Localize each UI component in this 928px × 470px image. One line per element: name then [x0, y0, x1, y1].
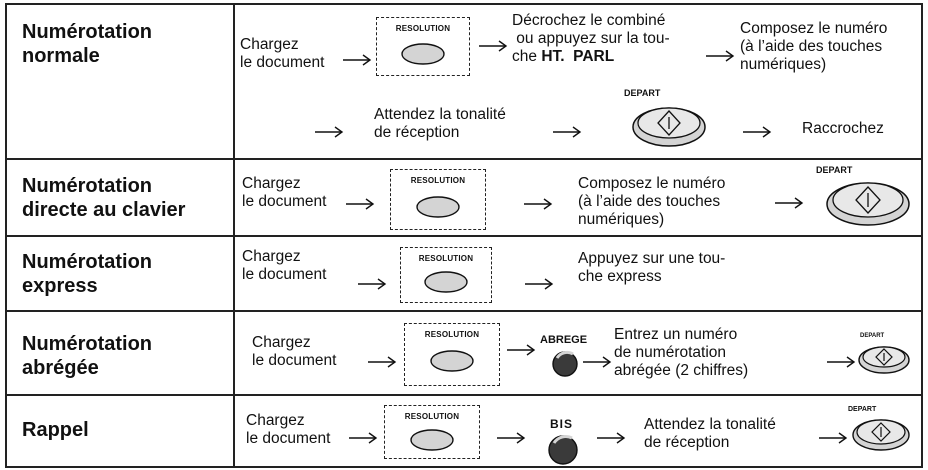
- start-button[interactable]: [856, 340, 912, 376]
- start-diamond-icon: [871, 422, 891, 442]
- resolution-button-box: RESOLUTION: [404, 323, 500, 386]
- arrow-icon: [314, 124, 344, 140]
- speed-dial-key-label: ABREGE: [540, 334, 588, 346]
- arrow-icon: [506, 342, 536, 358]
- table-border-top: [5, 3, 923, 5]
- start-diamond-icon: [875, 348, 893, 366]
- resolution-button[interactable]: [400, 42, 446, 66]
- arrow-icon: [345, 196, 375, 212]
- load-document-text: Chargez le document: [242, 248, 327, 283]
- arrow-icon: [774, 195, 804, 211]
- row-divider: [5, 235, 923, 237]
- resolution-button-box: RESOLUTION: [376, 17, 470, 76]
- arrow-icon: [705, 48, 735, 64]
- table-border-bottom: [5, 466, 923, 468]
- arrow-icon: [826, 354, 856, 370]
- arrow-icon: [596, 430, 626, 446]
- start-button[interactable]: [630, 102, 708, 148]
- resolution-button[interactable]: [429, 349, 475, 373]
- start-diamond-icon: [855, 186, 881, 214]
- dial-number-instruction: Composez le numéro (à l’aide des touches…: [740, 20, 888, 73]
- resolution-button[interactable]: [415, 195, 461, 219]
- row-title: Numérotation directe au clavier: [22, 175, 186, 221]
- express-key-instruction: Appuyez sur une tou- che express: [578, 250, 726, 285]
- arrow-icon: [496, 430, 526, 446]
- depart-label: DEPART: [848, 406, 877, 413]
- start-button[interactable]: [824, 176, 912, 228]
- row-divider: [5, 158, 923, 160]
- load-document-text: Chargez le document: [246, 412, 331, 447]
- wait-tone-instruction: Attendez la tonalité de réception: [644, 416, 776, 451]
- arrow-icon: [818, 430, 848, 446]
- load-document-text: Chargez le document: [240, 36, 325, 71]
- resolution-button[interactable]: [409, 428, 455, 452]
- row-title: Numérotation express: [22, 251, 152, 297]
- wait-tone-instruction: Attendez la tonalité de réception: [374, 106, 506, 141]
- start-diamond-icon: [657, 110, 681, 136]
- load-document-text: Chargez le document: [252, 334, 337, 369]
- arrow-icon: [552, 124, 582, 140]
- resolution-button-box: RESOLUTION: [390, 169, 486, 230]
- offhook-instruction: Décrochez le combiné ou appuyez sur la t…: [512, 12, 670, 65]
- start-button[interactable]: [850, 413, 912, 453]
- redial-button[interactable]: [546, 433, 580, 467]
- arrow-icon: [582, 354, 612, 370]
- row-divider: [5, 394, 923, 396]
- row-title: Numérotation normale: [22, 21, 152, 67]
- depart-label: DEPART: [860, 333, 885, 339]
- depart-label: DEPART: [624, 88, 661, 98]
- speed-dial-button[interactable]: [550, 349, 580, 379]
- depart-label: DEPART: [816, 165, 853, 175]
- enter-speed-dial-instruction: Entrez un numéro de numérotation abrégée…: [614, 326, 749, 379]
- arrow-icon: [357, 276, 387, 292]
- row-divider: [5, 310, 923, 312]
- arrow-icon: [348, 430, 378, 446]
- arrow-icon: [742, 124, 772, 140]
- resolution-button[interactable]: [423, 270, 469, 294]
- arrow-icon: [478, 38, 508, 54]
- arrow-icon: [523, 196, 553, 212]
- load-document-text: Chargez le document: [242, 175, 327, 210]
- arrow-icon: [524, 276, 554, 292]
- arrow-icon: [342, 52, 372, 68]
- redial-key-label: BIS: [550, 417, 574, 431]
- speaker-key-label: HT. PARL: [541, 48, 615, 65]
- arrow-icon: [367, 354, 397, 370]
- row-title: Numérotation abrégée: [22, 333, 152, 379]
- resolution-button-box: RESOLUTION: [384, 405, 480, 459]
- hang-up-instruction: Raccrochez: [802, 120, 884, 137]
- row-title: Rappel: [22, 419, 89, 441]
- resolution-button-box: RESOLUTION: [400, 247, 492, 303]
- dial-number-instruction: Composez le numéro (à l’aide des touches…: [578, 175, 726, 228]
